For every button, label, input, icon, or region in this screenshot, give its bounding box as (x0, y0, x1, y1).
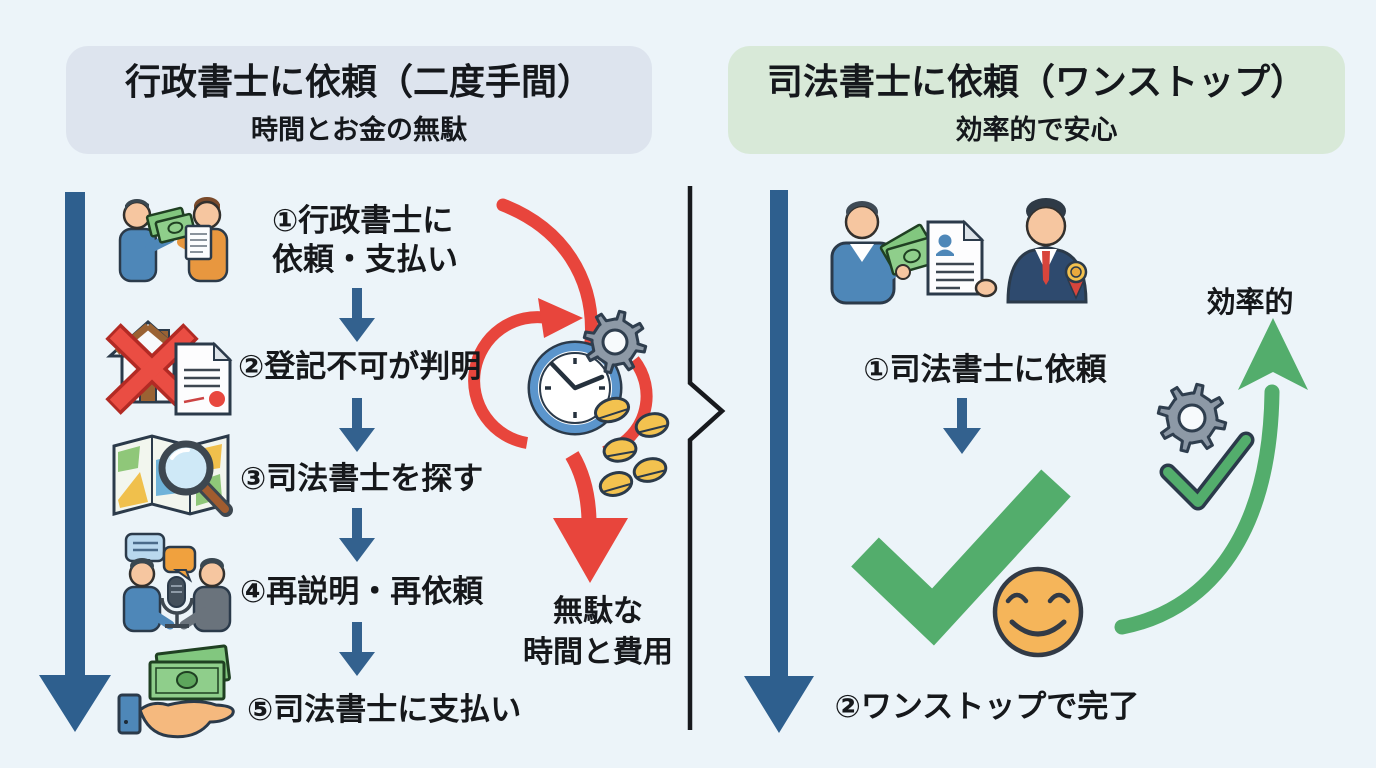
payment-handover-icon (118, 197, 229, 283)
check-icon (1163, 435, 1251, 507)
speech-bubble-right-icon (162, 545, 197, 583)
house-rejected-icon (105, 319, 233, 416)
hand-money-icon (117, 644, 235, 739)
coins-icon (593, 396, 670, 497)
map-search-icon (112, 434, 233, 517)
step-label-1: ①行政書士に 依頼・支払い (272, 201, 458, 279)
gear-icon (582, 309, 648, 375)
down-arrow-icon (339, 508, 375, 562)
left-panel-title: 行政書士に依頼（二度手間） (124, 61, 593, 102)
waste-label-line1: 無駄な (553, 595, 643, 628)
red-down-arrow (553, 518, 628, 583)
down-arrow-icon (339, 288, 375, 342)
right-panel-title: 司法書士に依頼（ワンストップ） (766, 61, 1307, 102)
waste-label: 無駄な 時間と費用 (505, 591, 691, 673)
step-label-3: ③司法書士を探す (240, 461, 484, 496)
smiley-icon (992, 566, 1084, 658)
efficiency-gear-check-icon (1156, 382, 1255, 511)
big-checkmark-icon (851, 469, 1071, 646)
document-icon (184, 224, 213, 261)
rejected-document-icon (174, 341, 233, 416)
banknotes-icon (145, 206, 197, 244)
step-label-4: ④再説明・再依頼 (240, 574, 484, 609)
step-label-1-line1: ①行政書士に (272, 203, 454, 238)
down-arrow-icon (339, 622, 375, 676)
step-arrows-left (339, 288, 375, 676)
discussion-icon (122, 532, 232, 633)
rising-arrow-icon (1114, 318, 1308, 635)
down-arrow-icon (943, 398, 981, 454)
step-label-1-line2: 依頼・支払い (272, 242, 458, 277)
right-panel-header: 司法書士に依頼（ワンストップ） 効率的で安心 (728, 46, 1345, 154)
efficiency-label: 効率的 (1206, 287, 1294, 319)
left-panel-subtitle: 時間とお金の無駄 (251, 115, 467, 145)
time-money-loss-icon (468, 198, 670, 583)
left-flow-down-arrow (39, 192, 111, 732)
right-step-label-2: ②ワンストップで完了 (834, 689, 1140, 724)
left-panel-header: 行政書士に依頼（二度手間） 時間とお金の無駄 (66, 46, 652, 154)
rosette-badge-icon (1064, 260, 1088, 300)
magnifier-icon (158, 440, 233, 517)
step-label-5: ⑤司法書士に支払い (247, 692, 522, 727)
client-scrivener-icon (830, 198, 1088, 305)
checkmark-smiley-icon (851, 469, 1084, 658)
right-step-label-1: ①司法書士に依頼 (863, 352, 1107, 387)
waste-label-line2: 時間と費用 (523, 636, 673, 669)
down-arrow-icon (339, 398, 375, 452)
divider-chevron (687, 186, 726, 730)
microphone-icon (160, 576, 194, 628)
step-label-2: ②登記不可が判明 (238, 349, 482, 384)
contract-document-icon (926, 219, 985, 296)
right-panel-subtitle: 効率的で安心 (955, 115, 1118, 145)
right-flow-down-arrow (744, 190, 814, 733)
